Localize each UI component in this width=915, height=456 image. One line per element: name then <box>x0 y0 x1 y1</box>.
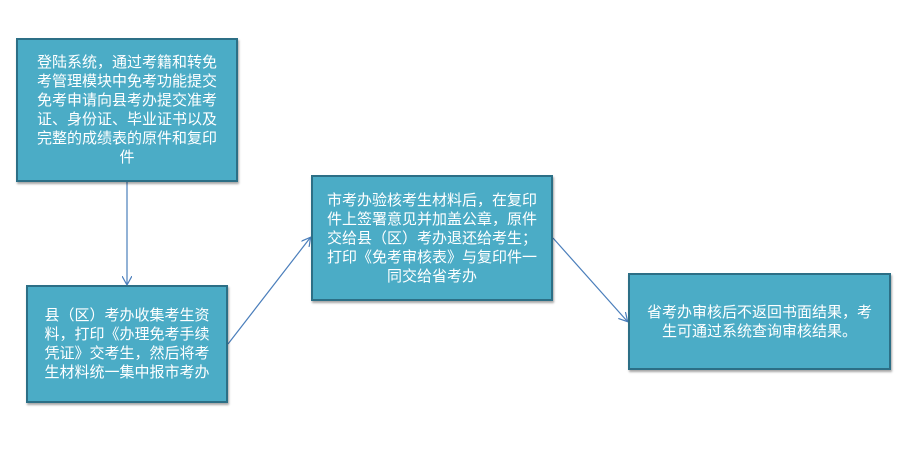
step3-text: 市考办验核考生材料后，在复印件上签署意见并加盖公章，原件交给县（区）考办退还给考… <box>326 190 537 285</box>
step1-box: 登陆系统，通过考籍和转免考管理模块中免考功能提交免考申请向县考办提交准考证、身份… <box>16 38 238 182</box>
step1-text: 登陆系统，通过考籍和转免考管理模块中免考功能提交免考申请向县考办提交准考证、身份… <box>36 53 217 166</box>
step3-box: 市考办验核考生材料后，在复印件上签署意见并加盖公章，原件交给县（区）考办退还给考… <box>311 175 553 301</box>
step2-text: 县（区）考办收集考生资料，打印《办理免考手续凭证》交考生，然后将考生材料统一集中… <box>44 306 210 381</box>
step4-box: 省考办审核后不返回书面结果，考生可通过系统查询审核结果。 <box>628 273 891 370</box>
step4-text: 省考办审核后不返回书面结果，考生可通过系统查询审核结果。 <box>646 302 872 340</box>
step2-box: 县（区）考办收集考生资料，打印《办理免考手续凭证》交考生，然后将考生材料统一集中… <box>26 285 228 403</box>
arrow-step2-to-step3 <box>227 238 310 345</box>
arrow-step3-to-step4 <box>552 237 627 321</box>
